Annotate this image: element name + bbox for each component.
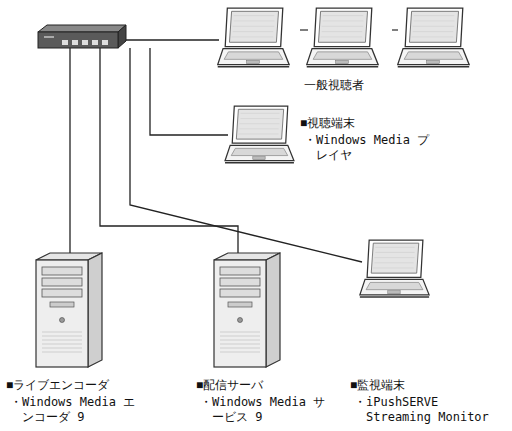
device-label: ■配信サーバ・Windows Media サービス 9: [196, 378, 346, 425]
laptop-icon: [398, 8, 469, 67]
tower-pc-icon: [36, 253, 102, 367]
device-label: ■監視端末・iPushSERVE Streaming Monitor: [350, 378, 508, 425]
device-heading: ■配信サーバ: [196, 378, 346, 393]
laptop-icon: [225, 106, 294, 163]
laptop-icon: [360, 240, 429, 297]
software-name: ・Windows Media プレイヤ: [304, 133, 438, 163]
device-heading: 一般視聴者: [284, 78, 384, 93]
device-label: ■ライブエンコーダ・Windows Media エンコーダ 9: [6, 378, 176, 425]
software-name: ・iPushSERVE Streaming Monitor: [354, 395, 508, 425]
device-heading: ■監視端末: [350, 378, 508, 393]
laptop-icon: [307, 8, 378, 67]
device-label: ■視聴端末・Windows Media プレイヤ: [300, 116, 430, 163]
device-heading: ■視聴端末: [300, 116, 430, 131]
device-label: 一般視聴者: [284, 78, 384, 93]
software-name: ・Windows Media サービス 9: [200, 395, 334, 425]
network-hub: [38, 25, 126, 48]
tower-pc-icon: [214, 253, 280, 367]
device-heading: ■ライブエンコーダ: [6, 378, 176, 393]
laptop-icon: [218, 8, 289, 67]
software-name: ・Windows Media エンコーダ 9: [10, 395, 144, 425]
